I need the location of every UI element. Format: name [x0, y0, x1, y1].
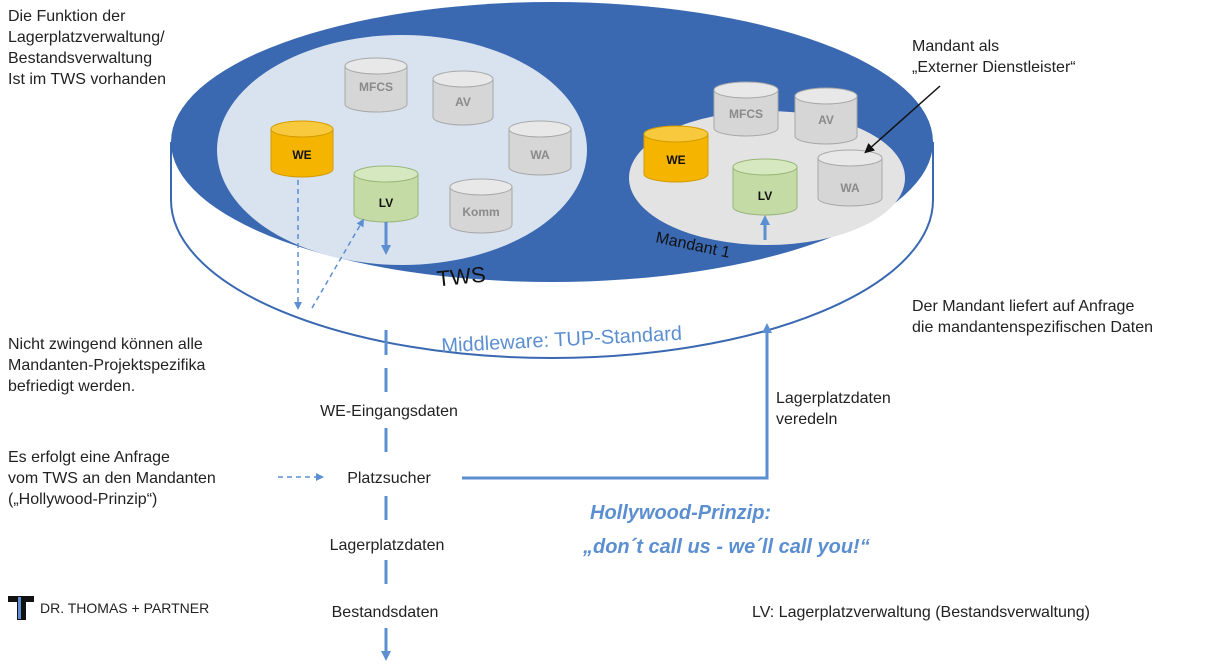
- tws-cylinder-wa: WA: [508, 120, 572, 176]
- tws-cylinder-we: WE: [270, 120, 334, 178]
- mandant-av-label: AV: [818, 113, 834, 127]
- mandant-lv-label: LV: [758, 189, 772, 203]
- tws-cylinder-komm: Komm: [449, 178, 513, 234]
- mandant-we-label: WE: [666, 153, 685, 167]
- tws-label: TWS: [436, 262, 487, 292]
- mandant-cylinder-lv: LV: [732, 158, 798, 216]
- tws-mfcs-label: MFCS: [359, 80, 393, 94]
- request-note: Es erfolgt eine Anfrage vom TWS an den M…: [8, 449, 216, 508]
- mandant-cylinder-mfcs: MFCS: [713, 81, 779, 137]
- platzsucher-to-mandant-arrow: [462, 323, 772, 480]
- tws-komm-label: Komm: [462, 205, 499, 219]
- hollywood-line1: Hollywood-Prinzip:: [590, 502, 771, 524]
- logo-t-icon: [8, 596, 34, 620]
- tws-av-label: AV: [455, 95, 471, 109]
- tws-lv-label: LV: [379, 196, 393, 210]
- logo-text: DR. THOMAS + PARTNER: [40, 600, 210, 616]
- flow-platzsucher: Platzsucher: [347, 470, 431, 487]
- tws-cylinder-mfcs: MFCS: [344, 57, 408, 113]
- hollywood-line2: „don´t call us - we´ll call you!“: [582, 536, 870, 558]
- tws-cylinder-lv: LV: [353, 165, 419, 223]
- not-all-note: Nicht zwingend können alle Mandanten-Pro…: [8, 336, 206, 395]
- tws-wa-label: WA: [530, 148, 550, 162]
- company-logo: DR. THOMAS + PARTNER: [8, 596, 209, 620]
- external-provider-pointer: [864, 85, 941, 154]
- legend-note: LV: Lagerplatzverwaltung (Bestandsverwal…: [752, 604, 1090, 621]
- lv-dashed-arrow: [311, 218, 365, 309]
- flow-we-eingangsdaten: WE-Eingangsdaten: [320, 403, 458, 420]
- flow-lagerplatzdaten: Lagerplatzdaten: [330, 537, 445, 554]
- delivers-note: Der Mandant liefert auf Anfrage die mand…: [912, 298, 1154, 336]
- flow-bestandsdaten: Bestandsdaten: [332, 604, 439, 621]
- function-note: Die Funktion der Lagerplatzverwaltung/ B…: [8, 8, 166, 88]
- mandant-wa-label: WA: [840, 181, 860, 195]
- refine-note: Lagerplatzdaten veredeln: [776, 390, 891, 428]
- mandant-mfcs-label: MFCS: [729, 107, 763, 121]
- mandant-cylinder-wa: WA: [817, 149, 883, 207]
- tws-cylinder-av: AV: [432, 70, 494, 126]
- mandant-note: Mandant als „Externer Dienstleister“: [912, 38, 1076, 76]
- mandant-cylinder-av: AV: [794, 87, 858, 145]
- tws-we-label: WE: [292, 148, 311, 162]
- mandant-cylinder-we: WE: [643, 125, 709, 183]
